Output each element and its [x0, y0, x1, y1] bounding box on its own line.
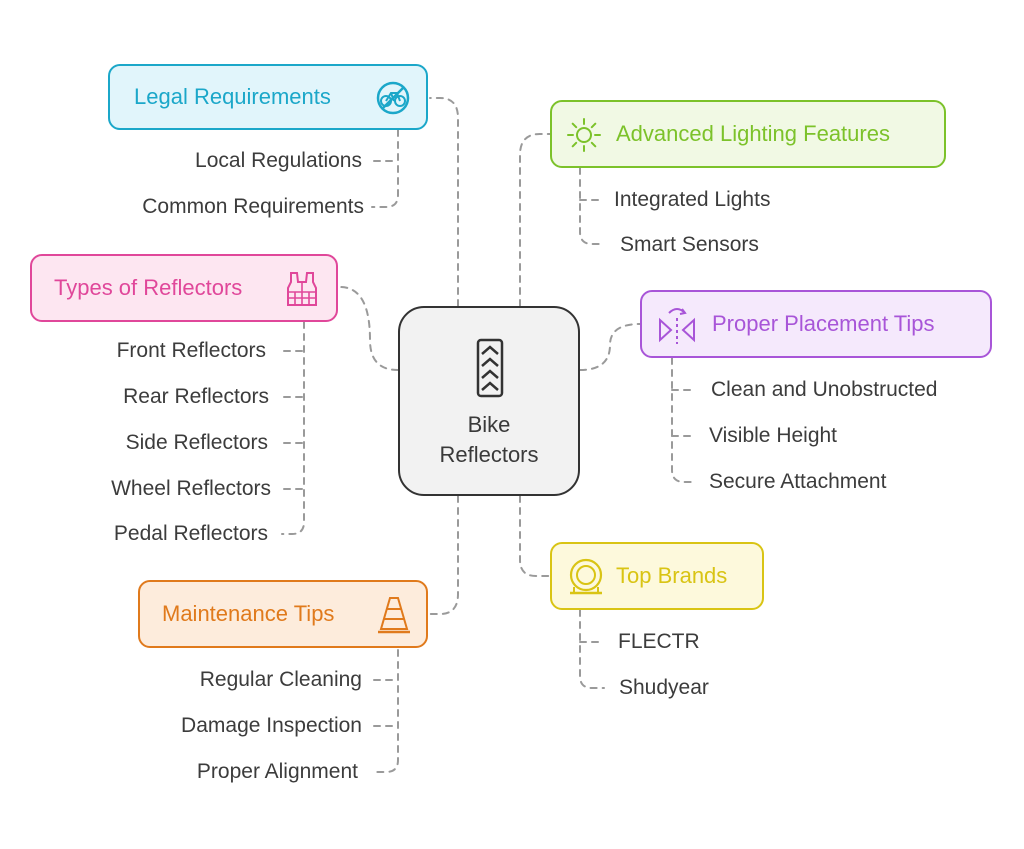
- sub-regular-cleaning[interactable]: Regular Cleaning: [199, 668, 362, 691]
- central-topic-line2: Reflectors: [439, 442, 539, 467]
- safety-vest-icon: [286, 270, 318, 308]
- tire-icon: [566, 557, 606, 597]
- sub-front-reflectors[interactable]: Front Reflectors: [116, 339, 266, 362]
- sub-proper-alignment[interactable]: Proper Alignment: [196, 760, 358, 783]
- topic-maintenance-label: Maintenance Tips: [162, 601, 335, 626]
- sub-secure-attachment[interactable]: Secure Attachment: [709, 470, 887, 493]
- sun-icon: [566, 117, 602, 153]
- topic-advanced-lighting[interactable]: Advanced Lighting Features: [550, 100, 946, 168]
- topic-lighting-label: Advanced Lighting Features: [616, 121, 890, 146]
- traffic-cone-icon: [376, 595, 412, 635]
- central-topic-label: Bike Reflectors: [400, 410, 578, 470]
- flip-icon: [656, 304, 698, 346]
- topic-proper-placement[interactable]: Proper Placement Tips: [640, 290, 992, 358]
- sub-local-regulations[interactable]: Local Regulations: [195, 149, 362, 172]
- no-bike-icon: [375, 80, 411, 116]
- topic-types-of-reflectors[interactable]: Types of Reflectors: [30, 254, 338, 322]
- sub-shudyear[interactable]: Shudyear: [619, 676, 709, 699]
- topic-placement-label: Proper Placement Tips: [712, 311, 935, 336]
- sub-rear-reflectors[interactable]: Rear Reflectors: [123, 385, 269, 408]
- topic-legal-label: Legal Requirements: [134, 84, 331, 109]
- sub-damage-inspection[interactable]: Damage Inspection: [181, 714, 362, 737]
- topic-brands-label: Top Brands: [616, 563, 728, 588]
- central-topic[interactable]: Bike Reflectors: [398, 306, 580, 496]
- sub-integrated-lights[interactable]: Integrated Lights: [614, 188, 771, 211]
- sub-common-requirements[interactable]: Common Requirements: [142, 195, 364, 218]
- sub-smart-sensors[interactable]: Smart Sensors: [620, 233, 759, 256]
- reflector-strip-icon: [476, 338, 504, 398]
- sub-flectr[interactable]: FLECTR: [618, 630, 700, 653]
- topic-maintenance-tips[interactable]: Maintenance Tips: [138, 580, 428, 648]
- sub-pedal-reflectors[interactable]: Pedal Reflectors: [113, 522, 268, 545]
- sub-side-reflectors[interactable]: Side Reflectors: [125, 431, 268, 454]
- topic-types-label: Types of Reflectors: [54, 275, 243, 300]
- sub-clean-unobstructed[interactable]: Clean and Unobstructed: [711, 378, 938, 401]
- central-topic-line1: Bike: [467, 412, 511, 437]
- topic-top-brands[interactable]: Top Brands: [550, 542, 764, 610]
- sub-wheel-reflectors[interactable]: Wheel Reflectors: [111, 477, 271, 500]
- sub-visible-height[interactable]: Visible Height: [709, 424, 838, 447]
- topic-legal-requirements[interactable]: Legal Requirements: [108, 64, 428, 130]
